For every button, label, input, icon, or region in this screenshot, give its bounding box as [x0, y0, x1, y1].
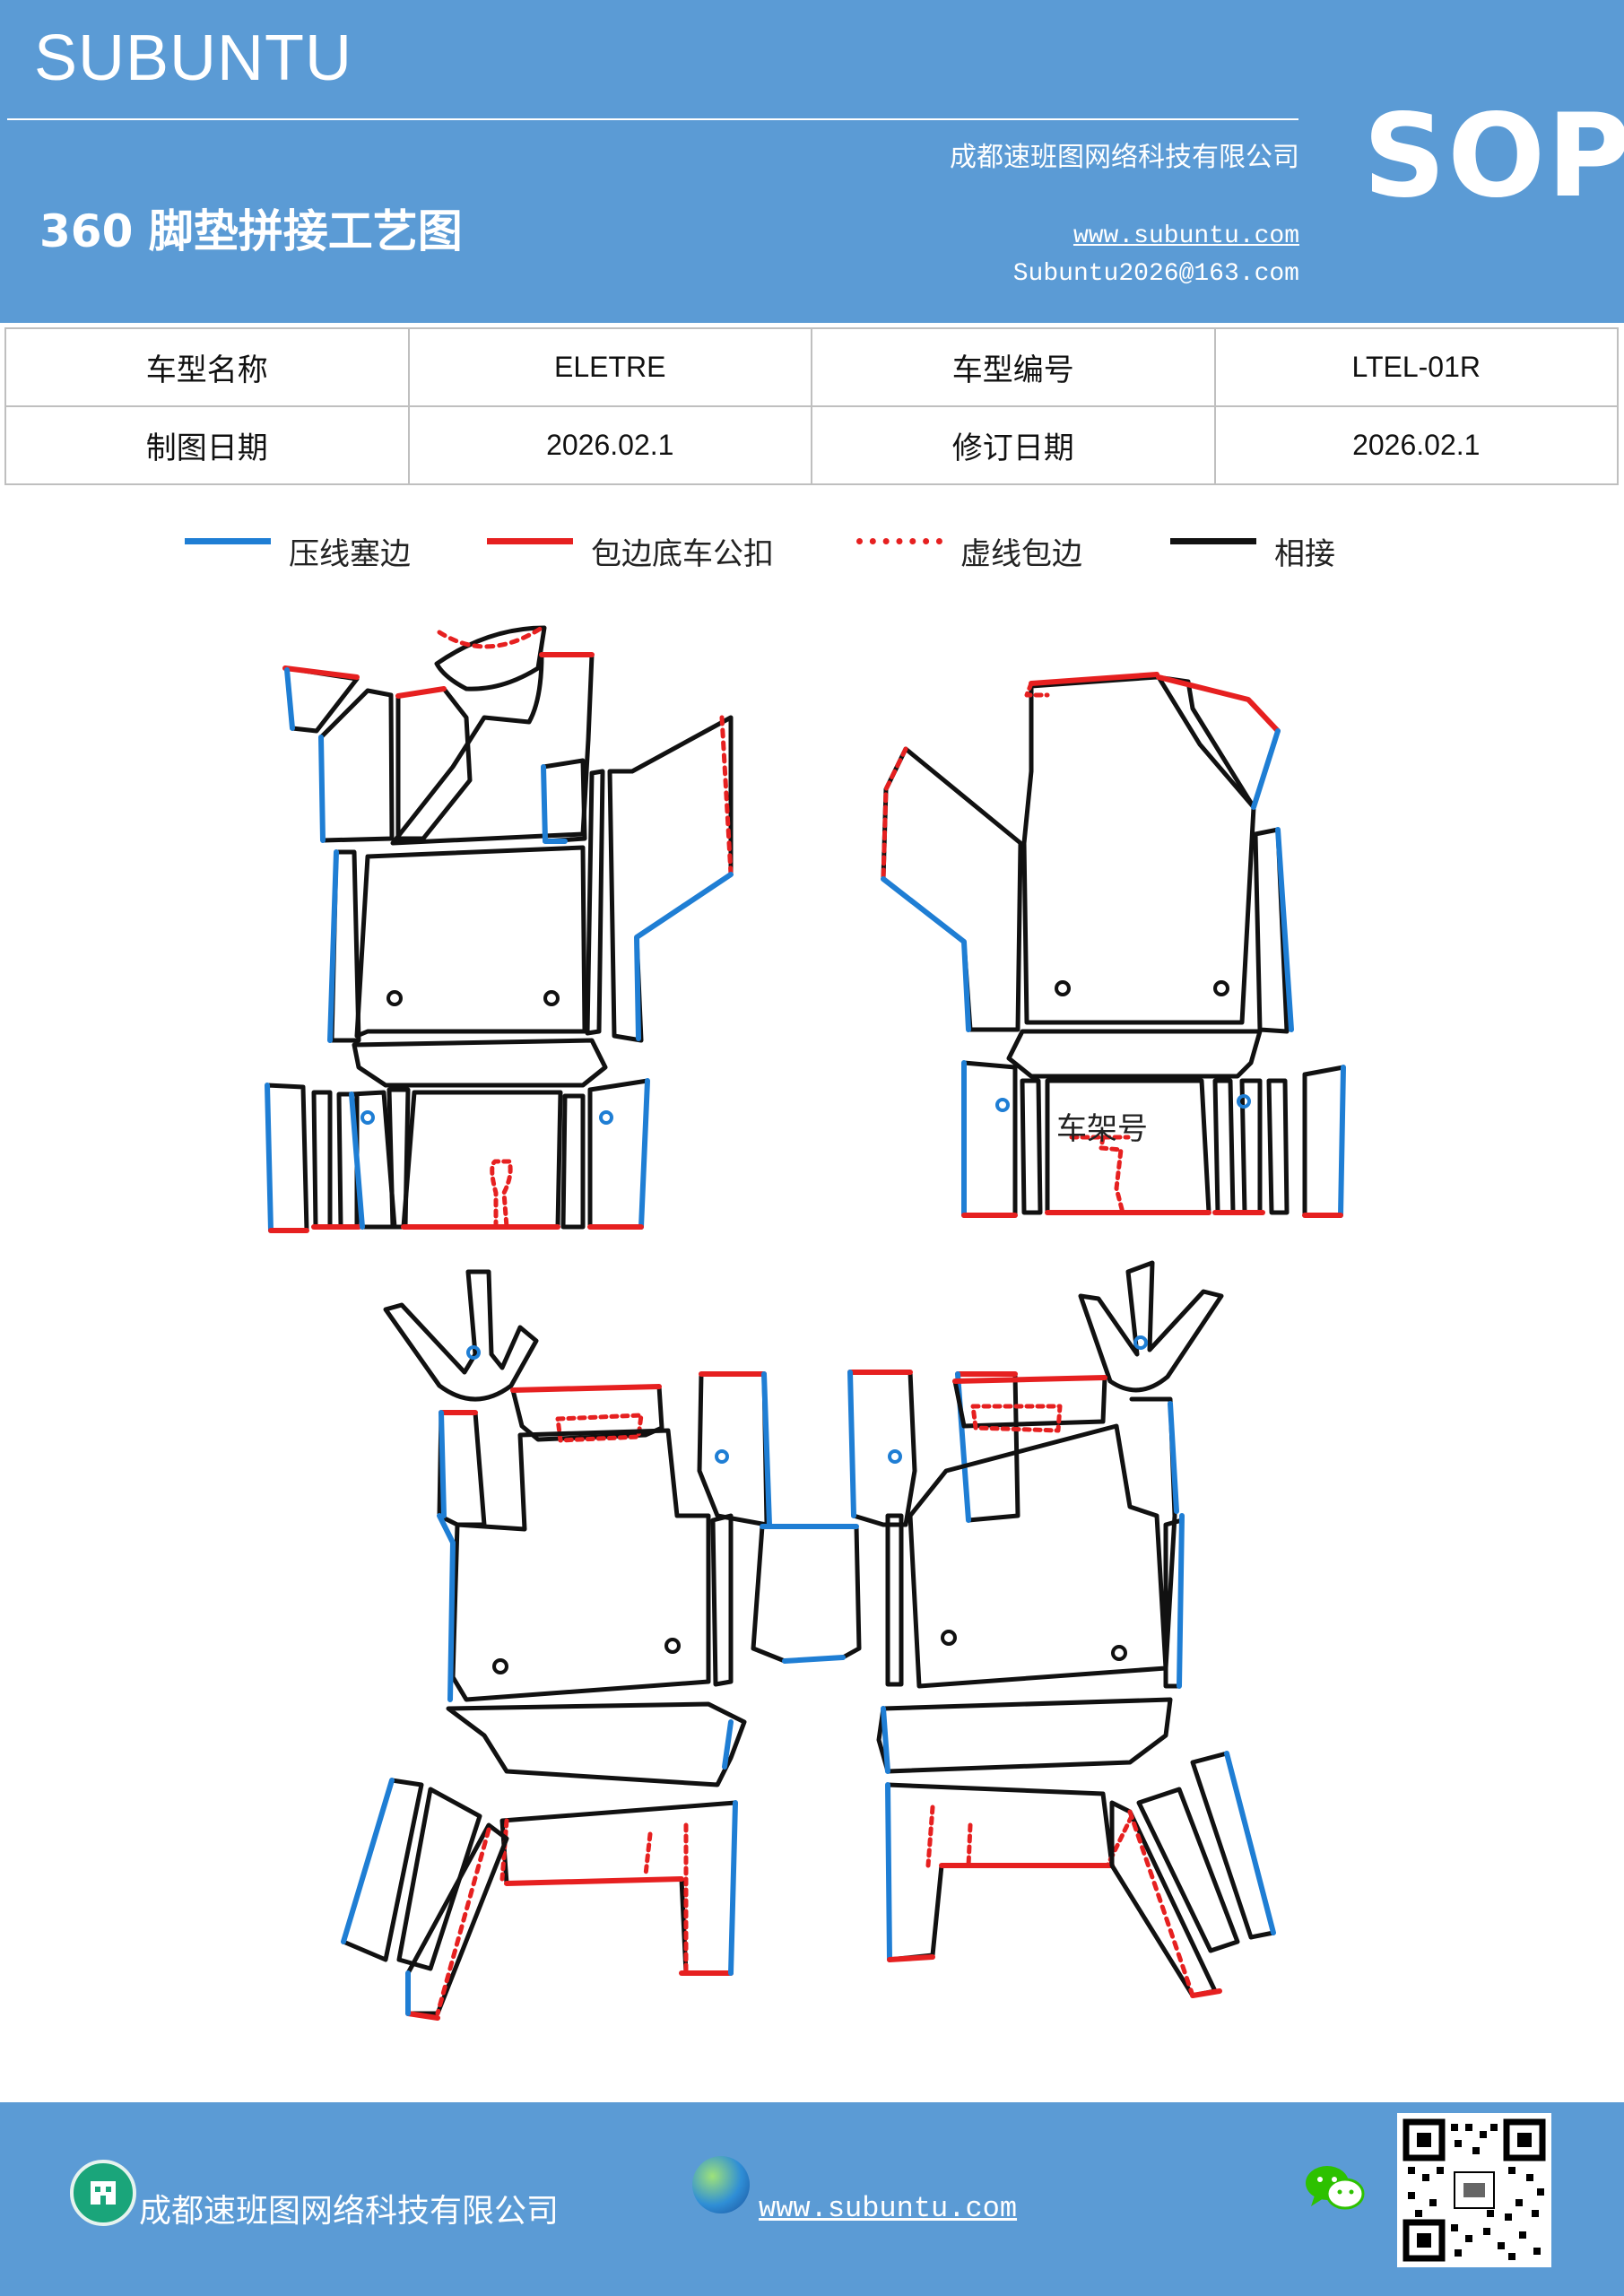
model-code-value: LTEL-01R	[1213, 327, 1619, 407]
model-code-label: 车型编号	[811, 327, 1216, 407]
footer-company: 成都速班图网络科技有限公司	[139, 2193, 560, 2230]
header-divider	[7, 118, 1298, 120]
legend-swatch	[487, 538, 573, 544]
building-icon	[70, 2160, 136, 2226]
sop-badge: SOP	[1363, 90, 1624, 223]
edge-legend: 压线塞边 包边底车公扣 虚线包边 相接	[0, 520, 1624, 583]
table-row: 车型名称 ELETRE 车型编号 LTEL-01R	[4, 327, 1619, 407]
model-name-label: 车型名称	[4, 327, 410, 407]
legend-label: 包边底车公扣	[591, 536, 774, 572]
header-company: 成都速班图网络科技有限公司	[950, 142, 1299, 173]
qr-code[interactable]	[1397, 2113, 1551, 2267]
legend-label: 相接	[1274, 536, 1335, 572]
floor-mat-splice-diagram: 车架号	[265, 623, 1346, 2021]
legend-label: 虚线包边	[960, 536, 1082, 572]
chassis-number-annotation: 车架号	[1056, 1111, 1148, 1147]
revise-date-value: 2026.02.1	[1213, 405, 1619, 485]
rear-left-mat	[341, 1269, 772, 2021]
legend-swatch	[856, 538, 942, 544]
draw-date-value: 2026.02.1	[407, 405, 812, 485]
revise-date-label: 修订日期	[811, 405, 1216, 485]
wechat-icon[interactable]	[1302, 2161, 1367, 2215]
brand-name: SUBUNTU	[34, 22, 353, 94]
center-tunnel-mat	[751, 1524, 862, 1664]
page-footer: 成都速班图网络科技有限公司 www.subuntu.com	[0, 2102, 1624, 2296]
header-email: Subuntu2026@163.com	[1012, 260, 1299, 288]
page-header: SUBUNTU 成都速班图网络科技有限公司 360 脚垫拼接工艺图 www.su…	[0, 0, 1624, 323]
rear-right-mat	[847, 1260, 1276, 1998]
legend-label: 压线塞边	[289, 536, 411, 572]
globe-icon	[692, 2156, 750, 2213]
header-website-link[interactable]: www.subuntu.com	[1073, 222, 1299, 250]
vehicle-info-table: 车型名称 ELETRE 车型编号 LTEL-01R 制图日期 2026.02.1…	[4, 327, 1619, 485]
table-row: 制图日期 2026.02.1 修订日期 2026.02.1	[4, 405, 1619, 485]
legend-swatch	[1170, 538, 1256, 544]
draw-date-label: 制图日期	[4, 405, 410, 485]
page-title: 360 脚垫拼接工艺图	[39, 205, 463, 257]
model-name-value: ELETRE	[407, 327, 812, 407]
legend-swatch	[185, 538, 271, 544]
front-left-mat	[265, 623, 734, 1233]
footer-website-link[interactable]: www.subuntu.com	[759, 2192, 1018, 2225]
front-right-mat: 车架号	[881, 672, 1346, 1218]
